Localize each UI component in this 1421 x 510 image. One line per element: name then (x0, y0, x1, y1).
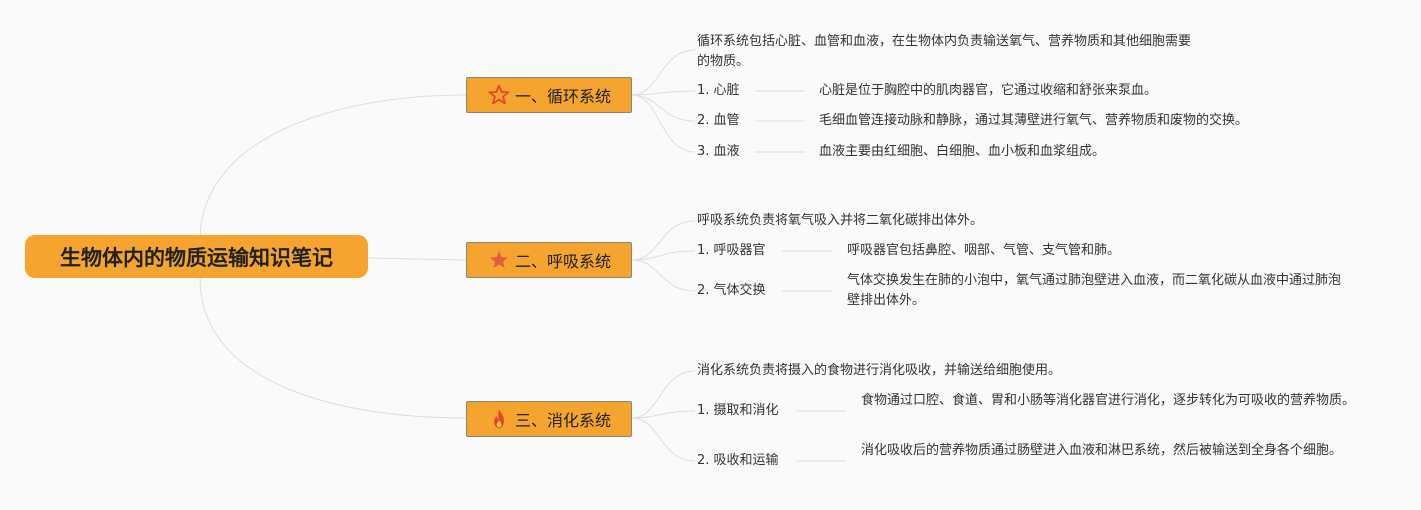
star-filled-icon (487, 248, 511, 272)
item-desc: 毛细血管连接动脉和静脉，通过其薄壁进行氧气、营养物质和废物的交换。 (819, 113, 1249, 128)
item-desc: 血液主要由红细胞、白细胞、血小板和血浆组成。 (819, 144, 1106, 159)
branch-label: 一、循环系统 (514, 87, 611, 106)
summary-text: 消化系统负责将摄入的食物进行消化吸收，并输送给细胞使用。 (697, 363, 1062, 378)
branch-digestive-system[interactable]: 三、消化系统 (466, 401, 632, 437)
branch-label: 二、呼吸系统 (514, 252, 611, 271)
item-label: 2. 血管 (697, 113, 740, 128)
item-label: 1. 心脏 (697, 83, 740, 98)
item-desc: 消化吸收后的营养物质通过肠壁进入血液和淋巴系统，然后被输送到全身各个细胞。 (861, 443, 1343, 458)
star-outline-icon (487, 83, 511, 107)
root-topic[interactable]: 生物体内的物质运输知识笔记 (25, 235, 368, 278)
branch-label: 三、消化系统 (514, 411, 611, 430)
summary-text: 循环系统包括心脏、血管和血液，在生物体内负责输送氧气、营养物质和其他细胞需要的物… (697, 34, 1192, 69)
item-label: 2. 吸收和运输 (697, 453, 779, 468)
item-label: 1. 呼吸器官 (697, 243, 766, 258)
item-label: 3. 血液 (697, 144, 740, 159)
item-desc: 气体交换发生在肺的小泡中，氧气通过肺泡壁进入血液，而二氧化碳从血液中通过肺泡壁排… (847, 273, 1342, 308)
item-label: 1. 摄取和消化 (697, 403, 779, 418)
branch-circulatory-system[interactable]: 一、循环系统 (466, 77, 632, 113)
summary-text: 呼吸系统负责将氧气吸入并将二氧化碳排出体外。 (697, 213, 984, 228)
item-desc: 心脏是位于胸腔中的肌肉器官，它通过收缩和舒张来泵血。 (819, 83, 1158, 98)
item-desc: 呼吸器官包括鼻腔、咽部、气管、支气管和肺。 (847, 243, 1121, 258)
item-label: 2. 气体交换 (697, 283, 766, 298)
fire-icon (487, 407, 511, 431)
item-desc: 食物通过口腔、食道、胃和小肠等消化器官进行消化，逐步转化为可吸收的营养物质。 (861, 393, 1356, 408)
branch-respiratory-system[interactable]: 二、呼吸系统 (466, 242, 632, 278)
